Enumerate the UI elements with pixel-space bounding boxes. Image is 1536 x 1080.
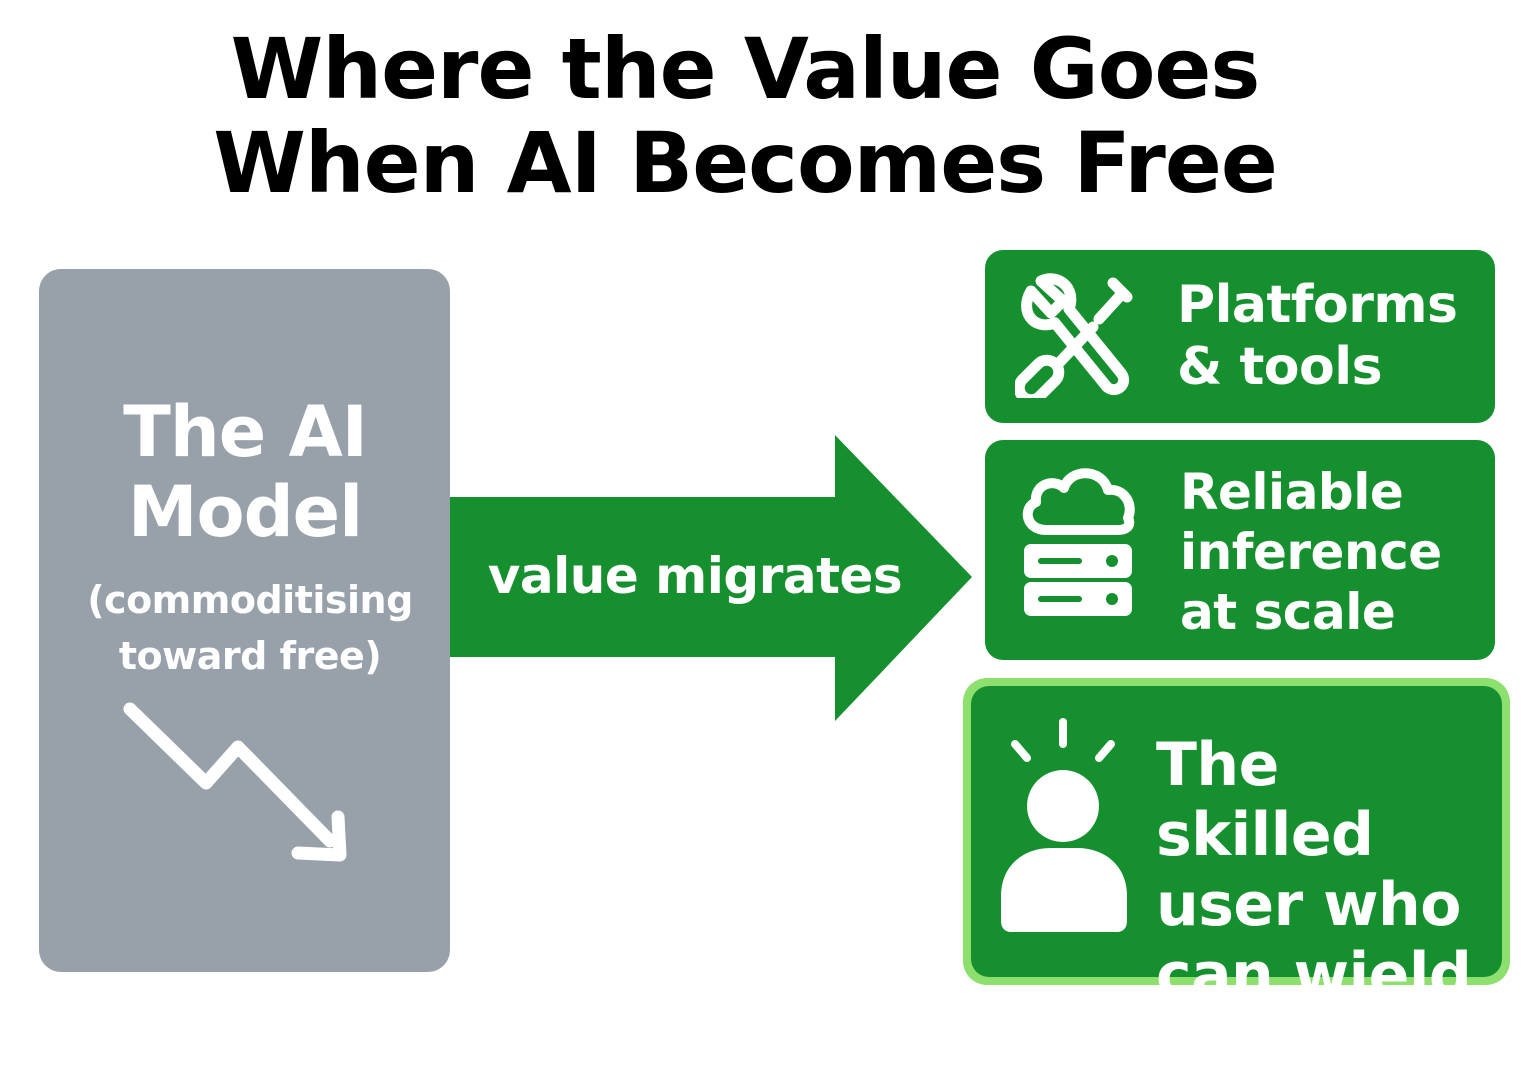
destination-card-platforms: Platforms & tools [985,250,1495,423]
ai-model-subtitle-line-2: toward free) [118,634,382,678]
trend-down-icon [123,702,347,862]
destination-label-skilled-user: The skilled user who can wield it [1156,730,1502,1080]
cloud-server-icon [1022,468,1135,616]
ai-model-title: The AI Model [0,392,490,552]
value-migrates-arrow [450,435,972,721]
destination-label-line: inference [1180,523,1442,581]
ai-model-subtitle-line-1: (commoditising [87,578,413,622]
destination-card-inner: The skilled user who can wield it [971,686,1502,1080]
ai-model-box [39,269,450,972]
title-line-2: When AI Becomes Free [213,114,1278,212]
tools-icon [1015,273,1133,398]
value-migrates-label: value migrates [487,547,903,605]
destination-label-inference: Reliable inference at scale [1180,462,1442,642]
destination-card-inference: Reliable inference at scale [985,440,1495,660]
destination-label-line: Platforms [1177,275,1458,335]
destination-label-line: user who [1156,870,1461,940]
title-line-1: Where the Value Goes [230,20,1261,118]
destination-label-line: Reliable [1180,463,1404,521]
ai-model-title-line-2: Model [127,471,363,553]
ai-model-subtitle: (commoditising toward free) [0,572,500,684]
skilled-user-icon [1001,718,1127,932]
destination-card-skilled-user: The skilled user who can wield it [963,678,1510,1080]
destination-label-line: The skilled [1156,730,1374,870]
ai-model-title-line-1: The AI [123,391,368,473]
page-title: Where the Value Goes When AI Becomes Fre… [0,22,1490,210]
destination-label-line: can wield it [1156,940,1472,1080]
destination-label-platforms: Platforms & tools [1177,274,1458,398]
destination-label-line: & tools [1177,337,1383,397]
destination-label-line: at scale [1180,583,1396,641]
